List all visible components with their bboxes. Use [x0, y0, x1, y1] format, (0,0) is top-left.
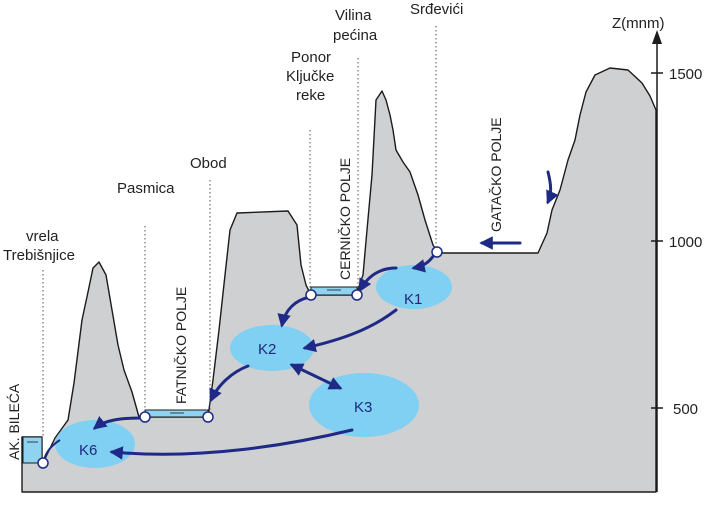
tick-label-1500: 1500: [669, 66, 702, 83]
label-cernicko: CERNIČKO POLJE: [337, 158, 353, 280]
water-fatnicko: [144, 409, 209, 418]
flow-arrow-k2-k3: [289, 363, 343, 390]
flow-arrow-k1-vilina: [358, 266, 398, 293]
label-pasmica: Pasmica: [117, 180, 175, 197]
karst-zone-k1: [376, 265, 452, 309]
label-bileca: AK. BILEĆA: [6, 383, 22, 460]
spring-marker-srdjevici: [431, 246, 443, 258]
karst-label-k1: K1: [404, 291, 422, 308]
ponor-marker-obod: [202, 411, 214, 423]
label-srdjevici: Srđevići: [410, 1, 463, 18]
terrain-profile: [21, 67, 657, 493]
z-axis-label: Z(mnm): [612, 15, 665, 32]
water-cernicko: [310, 286, 358, 296]
flow-arrow-gatacko-slope: [546, 170, 559, 205]
label-fatnicko: FATNIČKO POLJE: [173, 287, 189, 404]
tick-label-1000: 1000: [669, 234, 702, 251]
label-vilina-line1: Vilina: [335, 7, 372, 24]
tick-label-500: 500: [673, 401, 698, 418]
flow-arrows: [92, 170, 559, 460]
ponor-marker-pasmica: [139, 411, 151, 423]
label-ponor-line1: Ponor: [291, 49, 331, 66]
label-vilina-line2: pećina: [333, 27, 378, 44]
leader-lines: [42, 26, 437, 436]
karst-zone-k2: [230, 325, 314, 371]
label-ponor-line3: reke: [296, 87, 325, 104]
flow-arrow-k2-fatnicko: [209, 364, 250, 403]
ponor-marker-kljucke: [305, 289, 317, 301]
spring-marker-vilina: [351, 289, 363, 301]
flow-arrow-k3-k6: [109, 428, 354, 460]
label-vrela-line2: Trebišnjice: [3, 247, 75, 264]
water-bileca: [22, 436, 43, 464]
spring-markers: [37, 246, 443, 469]
z-axis-arrowhead: [652, 30, 662, 44]
label-gatacko: GATAČKO POLJE: [488, 117, 504, 232]
label-vrela-line1: vrela: [26, 228, 59, 245]
flow-arrow-k1-k2: [302, 308, 398, 353]
karst-label-k3: K3: [354, 399, 372, 416]
karst-label-k2: K2: [258, 341, 276, 358]
spring-marker-vrela: [37, 457, 49, 469]
flow-arrow-pasmica-k6: [92, 415, 145, 430]
label-ponor-line2: Ključke: [286, 68, 334, 85]
karst-label-k6: K6: [79, 442, 97, 459]
label-obod: Obod: [190, 155, 227, 172]
